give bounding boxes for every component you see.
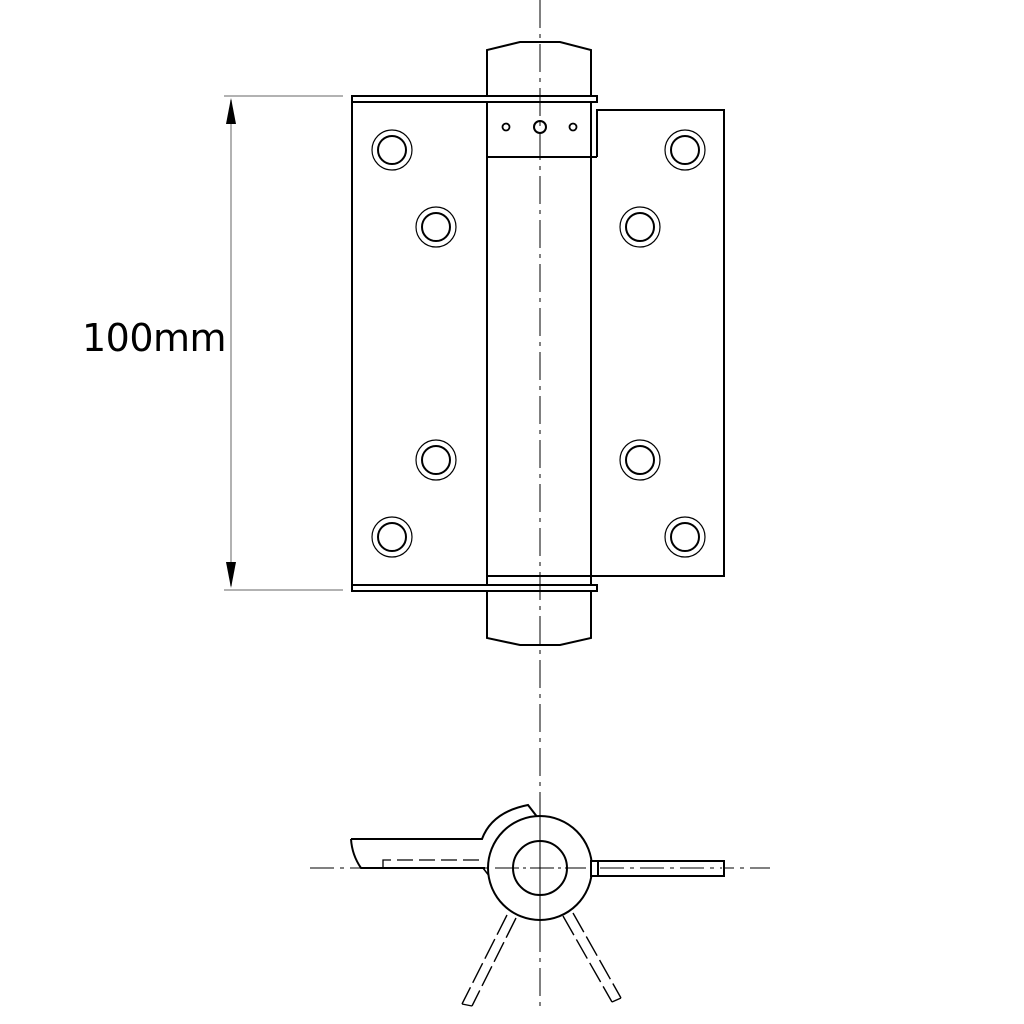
- dimension-arrow-up: [226, 98, 236, 124]
- screw-hole: [415, 439, 457, 481]
- top-view: [350, 803, 725, 921]
- barrel-top-cap: [486, 41, 592, 97]
- right-leaf: [596, 109, 725, 577]
- left-leaf: [351, 101, 488, 586]
- screw-hole: [415, 206, 457, 248]
- front-view: [351, 41, 725, 646]
- barrel: [486, 101, 592, 586]
- adjuster-collar: [486, 101, 592, 158]
- left-leaf-hidden-line: [382, 859, 483, 868]
- screw-hole: [664, 129, 706, 171]
- center-crosshair: [495, 805, 722, 930]
- dimension-label: 100mm: [82, 316, 227, 360]
- screw-hole: [664, 516, 706, 558]
- screw-hole: [371, 516, 413, 558]
- dimension-lines: [224, 95, 343, 591]
- screw-hole: [619, 439, 661, 481]
- collar-hole-left: [501, 122, 511, 132]
- bottom-plate-strip: [351, 584, 598, 592]
- left-leaf-top-view: [350, 803, 539, 869]
- top-plate-strip: [351, 95, 598, 103]
- swing-phantom-leaves: [461, 912, 622, 1007]
- dimension-arrow-down: [226, 562, 236, 588]
- barrel-bottom-cap: [486, 590, 592, 646]
- screw-hole: [371, 129, 413, 171]
- screw-holes: [371, 129, 706, 558]
- collar-hole-right: [568, 122, 578, 132]
- screw-hole: [619, 206, 661, 248]
